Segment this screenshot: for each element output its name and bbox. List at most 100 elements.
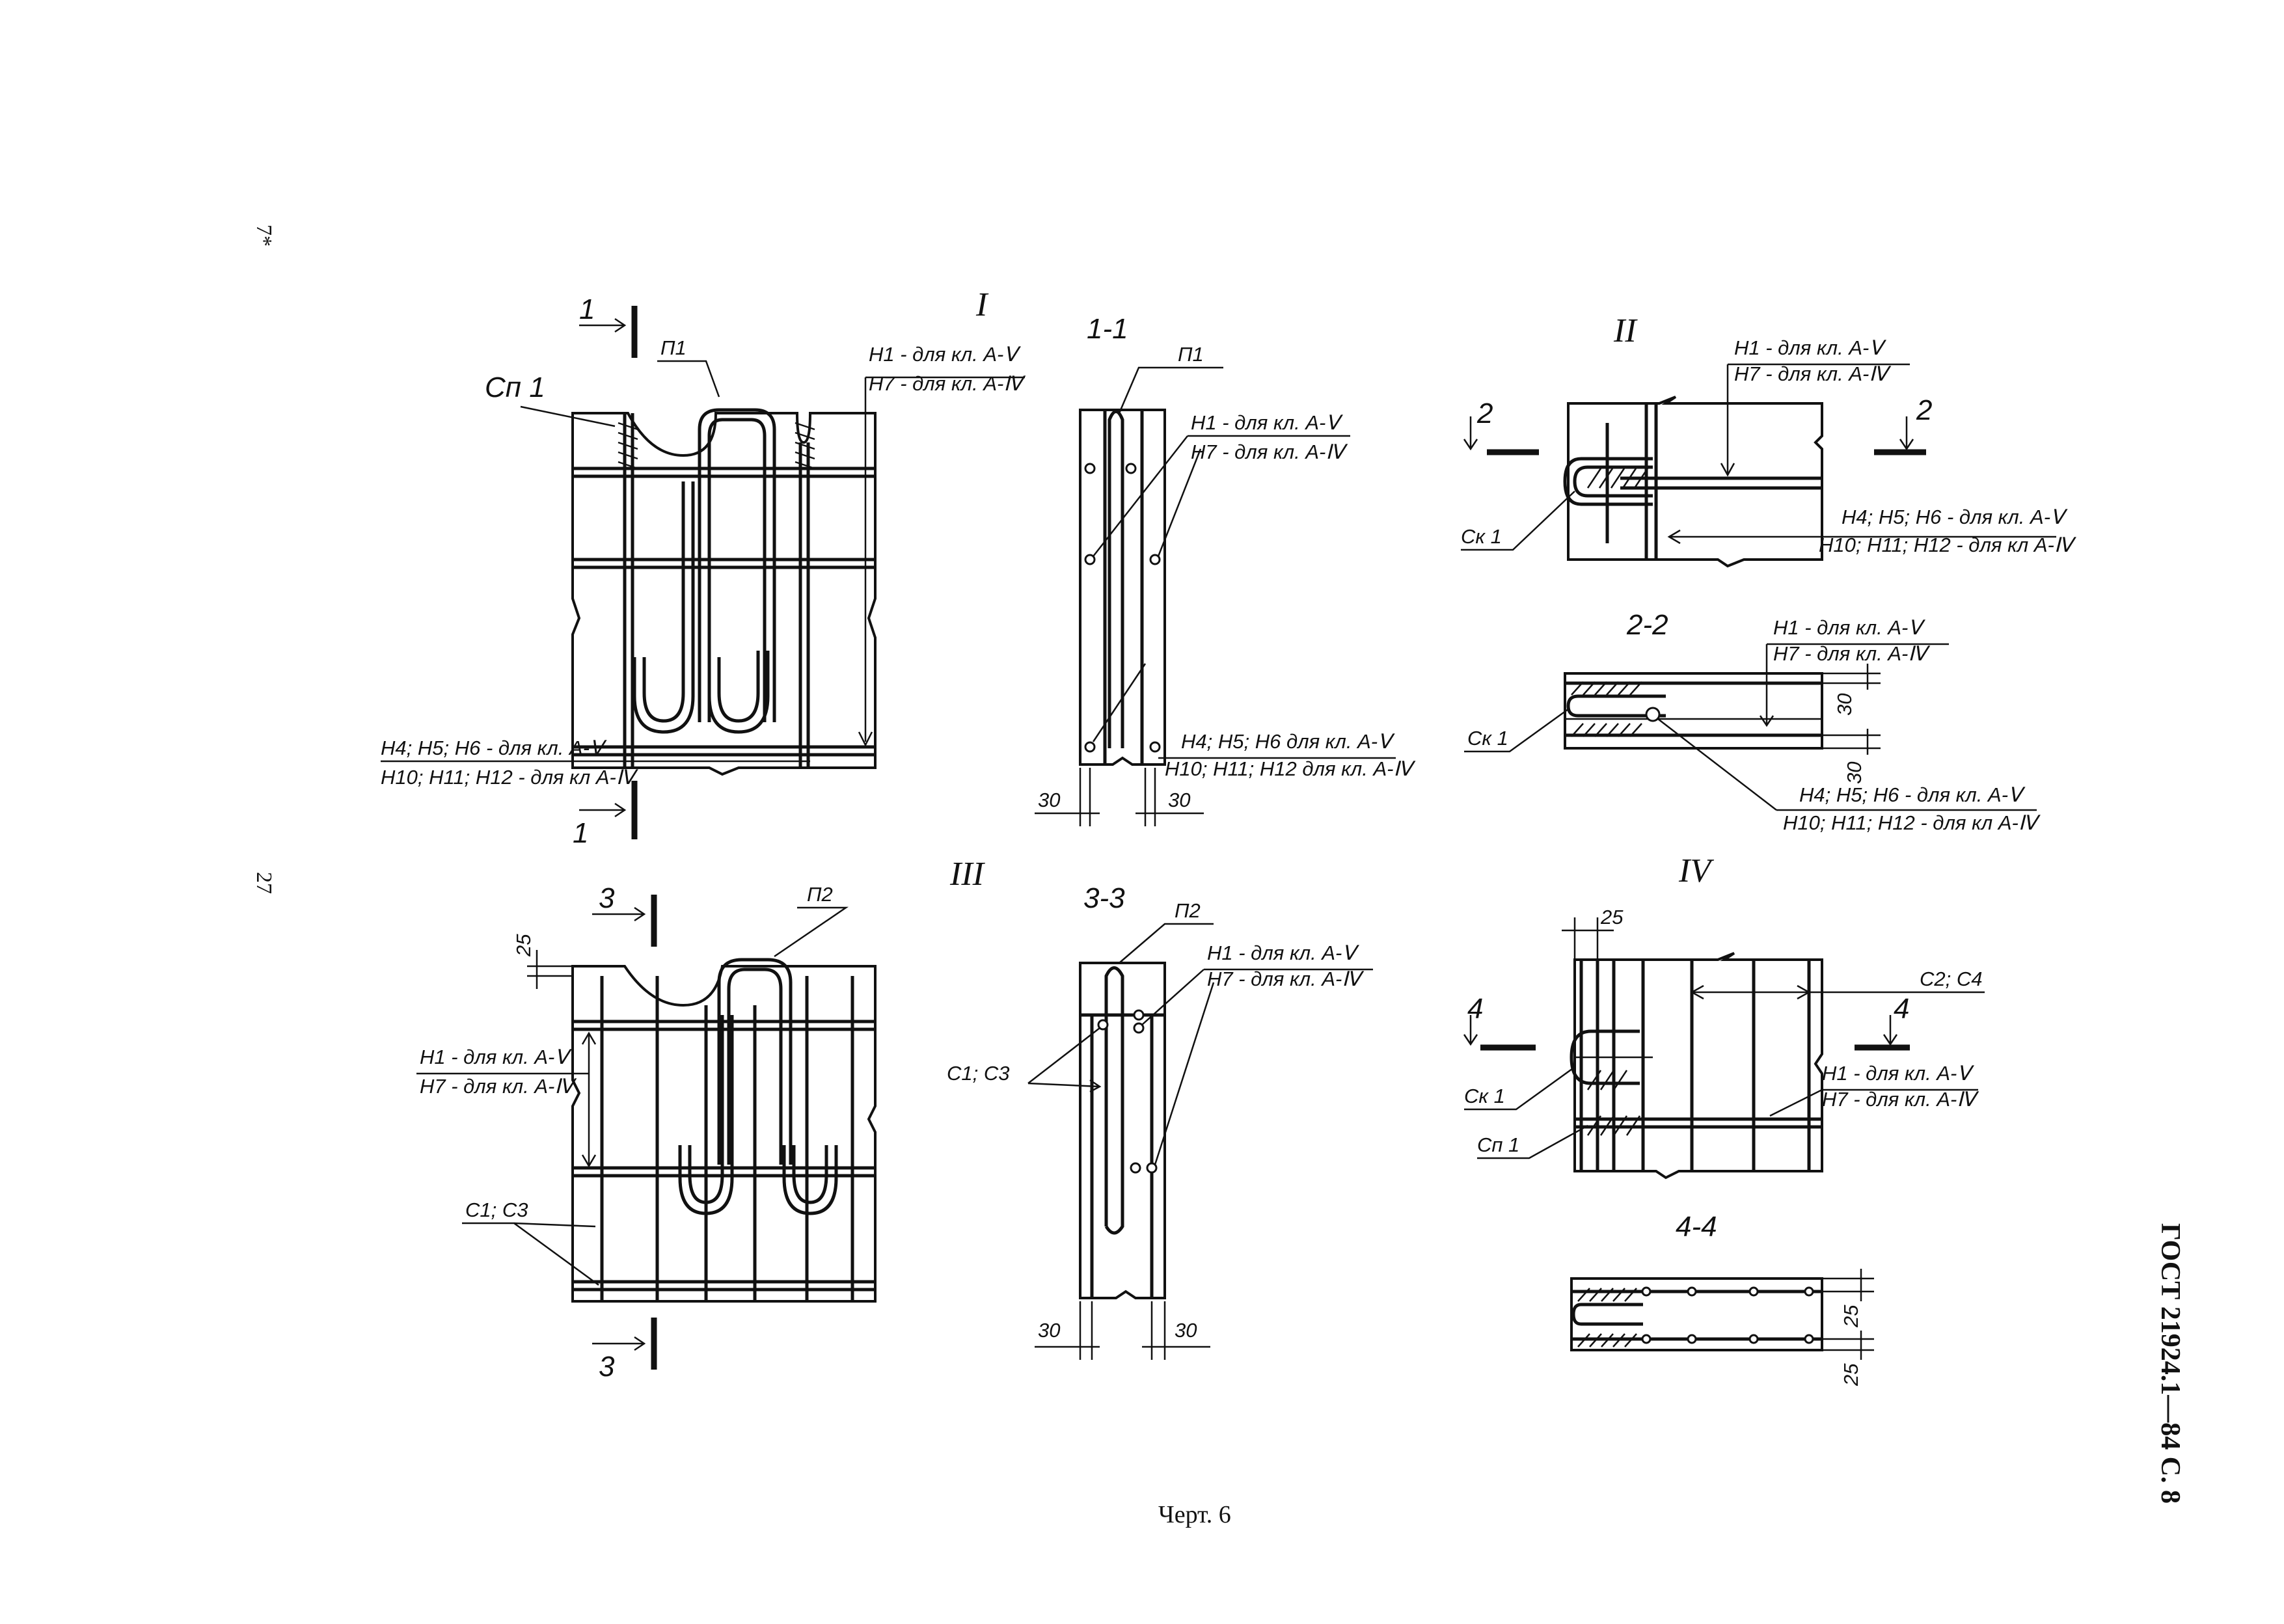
leader-arrow — [1720, 463, 1735, 477]
leader — [1092, 663, 1147, 742]
bar-section — [1130, 1162, 1141, 1174]
dim-30: 30 — [1843, 762, 1866, 784]
bar-section — [1133, 1009, 1145, 1021]
bar-section — [1084, 741, 1096, 753]
label-P2: П2 — [807, 883, 833, 906]
label-H7-IV: Н7 - для кл. А-Ⅳ — [1822, 1088, 1979, 1111]
leader-Sk1 — [1461, 491, 1575, 551]
hook-U-right-inner — [792, 1145, 828, 1204]
label-H7-IV: Н7 - для кл. А-Ⅳ — [1734, 362, 1892, 385]
section-1-arrow-top — [579, 318, 627, 333]
leader-arrow — [1690, 984, 1704, 1000]
label-H101112-IV: Н10; Н11; Н12 - для кл А-Ⅳ — [1819, 534, 2077, 556]
label-P2: П2 — [1175, 899, 1201, 922]
bar-section — [1641, 1286, 1652, 1297]
leader-P2 — [774, 906, 849, 958]
label-H101112-IV: Н10; Н11; Н12 - для кл А-Ⅳ — [1783, 811, 2041, 834]
leader — [1657, 718, 1777, 811]
section-3-3: 3-3 П2 Н1 - для кл. А-Ⅴ Н7 - для кл. А-Ⅳ… — [947, 882, 1373, 1360]
loop-P2 — [717, 958, 793, 1165]
section-1-1: 1-1 П1 Н1 - для кл. А-Ⅴ Н7 - для кл. А-Ⅳ… — [1035, 313, 1417, 826]
section-4-4-outline — [1570, 1277, 1823, 1351]
section-4-arrow-left — [1463, 1015, 1478, 1046]
leader-C1C3-b — [513, 1222, 596, 1228]
leader-arrow — [1759, 715, 1774, 727]
bar-section — [1748, 1334, 1759, 1344]
corner-mark: 7* — [252, 224, 276, 247]
hook-Sk1 — [1570, 1029, 1640, 1085]
drawing-caption: Черт. 6 — [1158, 1501, 1231, 1528]
label-P1: П1 — [1178, 343, 1204, 366]
view-IV-title: IV — [1678, 852, 1714, 889]
leader-arrow — [1797, 984, 1811, 1000]
section-1-arrow-bottom — [579, 802, 627, 818]
section-2-arrow-right — [1899, 416, 1914, 451]
section-3-label-bottom: 3 — [599, 1351, 615, 1383]
section-hook-Sk1 — [1571, 1303, 1643, 1326]
section-3-3-title: 3-3 — [1083, 882, 1125, 914]
label-H456-V: Н4; Н5; Н6 - для кл. А-Ⅴ — [381, 737, 607, 759]
leader-P2 — [1119, 923, 1214, 964]
label-Sp1: Сп 1 — [1477, 1133, 1519, 1156]
bar-section — [1149, 554, 1161, 565]
leader — [1769, 1089, 1823, 1117]
bar-section — [1804, 1334, 1814, 1344]
view-III: III 3 3 25 П2 Н1 - для кл — [416, 856, 986, 1383]
leader-arrow — [1667, 529, 1681, 545]
leader — [1093, 435, 1188, 557]
section-2-label-left: 2 — [1476, 398, 1493, 429]
label-H456-V-b: Н4; Н5; Н6 для кл. А-Ⅴ — [1181, 730, 1395, 753]
label-H101112-IV-b: Н10; Н11; Н12 для кл. А-Ⅳ — [1165, 757, 1417, 780]
spiral-Sp1-right — [795, 422, 815, 470]
section-loop-P1 — [1108, 410, 1124, 748]
hook-U-right — [707, 651, 770, 734]
view-I: I 1 1 Н1 - для кл. — [381, 286, 1026, 849]
leader — [1154, 982, 1215, 1165]
page-number: 27 — [252, 872, 276, 894]
section-1-label-top: 1 — [579, 293, 595, 325]
view-III-title: III — [949, 856, 986, 893]
spiral-Sk1 — [1586, 468, 1649, 489]
leader-C1C3 — [462, 1222, 599, 1286]
bar-section — [1133, 1022, 1145, 1034]
leader-C1C3-b — [1027, 1027, 1100, 1084]
section-3-label-top: 3 — [599, 882, 615, 914]
section-1-1-title: 1-1 — [1087, 313, 1128, 345]
label-H456-V: Н4; Н5; Н6 - для кл. А-Ⅴ — [1799, 783, 2026, 806]
section-4-label-left: 4 — [1467, 993, 1483, 1025]
label-H1-V: Н1 - для кл. А-Ⅴ — [420, 1046, 572, 1068]
dimension-arrow — [581, 1154, 597, 1168]
bar-section — [1084, 554, 1096, 565]
label-P1: П1 — [660, 336, 687, 359]
spiral-bottom — [1571, 723, 1642, 737]
label-C2C4: С2; С4 — [1920, 968, 1982, 990]
label-H1-V: Н1 - для кл. А-Ⅴ — [869, 343, 1021, 366]
loop-P1 — [698, 408, 776, 722]
loop-P2-inner — [727, 968, 783, 1165]
label-H1-V: Н1 - для кл. А-Ⅴ — [1734, 336, 1886, 359]
label-H7-IV: Н7 - для кл. А-Ⅳ — [1191, 440, 1348, 463]
label-C1C3: С1; С3 — [947, 1062, 1009, 1085]
view-IV-outline — [1573, 952, 1823, 1180]
label-H101112-IV: Н10; Н11; Н12 - для кл А-Ⅳ — [381, 766, 639, 789]
bar-section — [1645, 707, 1661, 722]
dim-30: 30 — [1038, 789, 1060, 811]
section-3-3-outline — [1079, 962, 1166, 1299]
hook-Sk1-inner — [1573, 465, 1653, 498]
bar-section — [1748, 1286, 1759, 1297]
view-II: II 2 2 Н1 - для кл. А-Ⅴ Н7 - для кл. А-Ⅳ… — [1461, 312, 2077, 568]
hook-U-left — [678, 1015, 734, 1215]
dim-25: 25 — [1840, 1305, 1862, 1328]
leader-Sk1 — [1464, 708, 1569, 753]
dimension-arrow — [858, 731, 873, 747]
dim-30: 30 — [1038, 1319, 1060, 1342]
dim-30: 30 — [1833, 694, 1856, 716]
dim-30: 30 — [1175, 1319, 1197, 1342]
bar-section — [1804, 1286, 1814, 1297]
label-Sp1: Сп 1 — [485, 372, 545, 403]
hook-U-left — [632, 481, 695, 734]
bar-section — [1125, 463, 1137, 474]
dim-25: 25 — [512, 934, 535, 957]
bar-section — [1149, 741, 1161, 753]
